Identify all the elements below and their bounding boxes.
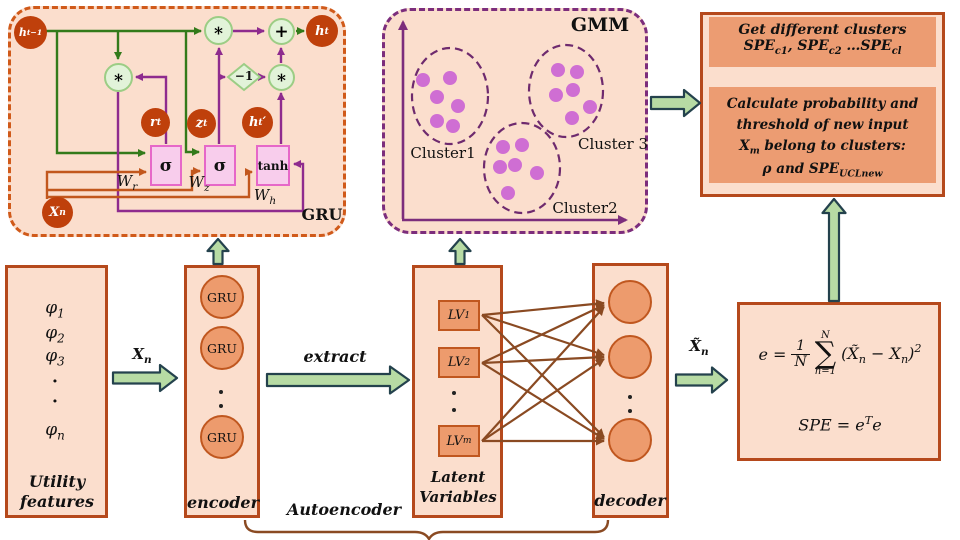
latent-to-gmm-arrow — [448, 237, 472, 266]
tanh-gate: tanh — [256, 145, 290, 186]
phi-2: φ2 — [45, 323, 65, 346]
decoder-neuron — [608, 335, 652, 379]
ellipsis-dot — [219, 404, 223, 408]
results-box1-line1: Get different clusters — [738, 22, 907, 38]
gmm-to-results-arrow — [649, 88, 702, 118]
phi-3: φ3 — [45, 346, 65, 369]
spe-to-results-arrow — [821, 197, 847, 303]
results-box2-line3: Xm belong to clusters: — [739, 137, 906, 157]
multiply-op-right: ∗ — [268, 64, 295, 91]
results-box2-line4: ρ and SPEUCLnew — [762, 161, 883, 180]
utility-caption: Utility features — [19, 472, 95, 511]
gmm-title: GMM — [570, 14, 630, 36]
results-box1-line2: SPEc1, SPEc2 …SPEcl — [743, 38, 902, 57]
extract-arrow — [265, 365, 411, 395]
extract-label: extract — [303, 347, 367, 366]
decoder-label: decoder — [594, 491, 666, 510]
ellipsis-dot — [219, 390, 223, 394]
formula-fraction: 1 N — [791, 339, 810, 369]
encoder-gru-unit: GRU — [200, 275, 244, 319]
ellipsis-dot — [452, 391, 456, 395]
cluster3-label: Cluster 3 — [577, 135, 649, 153]
results-box2-line1: Calculate probability and — [726, 96, 919, 112]
results-box2-line2: threshold of new input — [736, 116, 909, 133]
encoder-to-gru-arrow — [206, 237, 230, 266]
spe-error-formula: e = 1 N N ∑ n=1 (X̃n − Xn)2 — [745, 318, 935, 390]
multiply-op-mid: ∗ — [104, 63, 133, 92]
xn-flow-label: Xn — [132, 345, 152, 366]
decoder-neuron — [608, 418, 652, 462]
encoder-label: encoder — [186, 493, 260, 512]
utility-features-box — [5, 265, 108, 518]
autoencoder-brace — [243, 519, 610, 540]
xtilde-flow-label: X̃n — [689, 337, 709, 358]
w-h-label: Wh — [253, 186, 277, 207]
phi-n: φn — [45, 420, 65, 443]
w-z-label: Wz — [188, 173, 210, 194]
phi-1: φ1 — [45, 298, 65, 321]
encoder-gru-unit: GRU — [200, 415, 244, 459]
decoder-neuron — [608, 280, 652, 324]
phi-ellipsis-dot: · — [52, 372, 58, 392]
latent-variables-label: Latent Variables — [419, 468, 497, 506]
formula-lhs: e = — [758, 344, 787, 364]
minus-one-label: −1 — [234, 69, 254, 83]
cluster2-label: Cluster2 — [552, 199, 618, 217]
encoder-gru-unit: GRU — [200, 326, 244, 370]
spe-formula-box — [737, 302, 941, 461]
results-box-clusters: Get different clusters SPEc1, SPEc2 …SPE… — [709, 17, 936, 67]
ellipsis-dot — [628, 395, 632, 399]
xn-arrow — [111, 363, 179, 393]
gru-title: GRU — [301, 205, 343, 224]
spe-definition-formula: SPE = eTe — [798, 414, 882, 435]
formula-body: (X̃n − Xn)2 — [841, 342, 922, 366]
autoencoder-label: Autoencoder — [286, 500, 402, 519]
xtilde-arrow — [674, 366, 729, 394]
formula-summation: N ∑ n=1 — [814, 330, 837, 377]
phi-ellipsis-dot: · — [52, 392, 58, 412]
ellipsis-dot — [452, 408, 456, 412]
cluster1-label: Cluster1 — [410, 144, 476, 162]
results-box-probability: Calculate probability and threshold of n… — [709, 87, 936, 183]
reset-gate-sigma: σ — [150, 145, 182, 186]
w-r-label: Wr — [116, 172, 138, 193]
add-op: + — [268, 18, 295, 45]
multiply-op-top: ∗ — [204, 16, 233, 45]
ellipsis-dot — [628, 409, 632, 413]
